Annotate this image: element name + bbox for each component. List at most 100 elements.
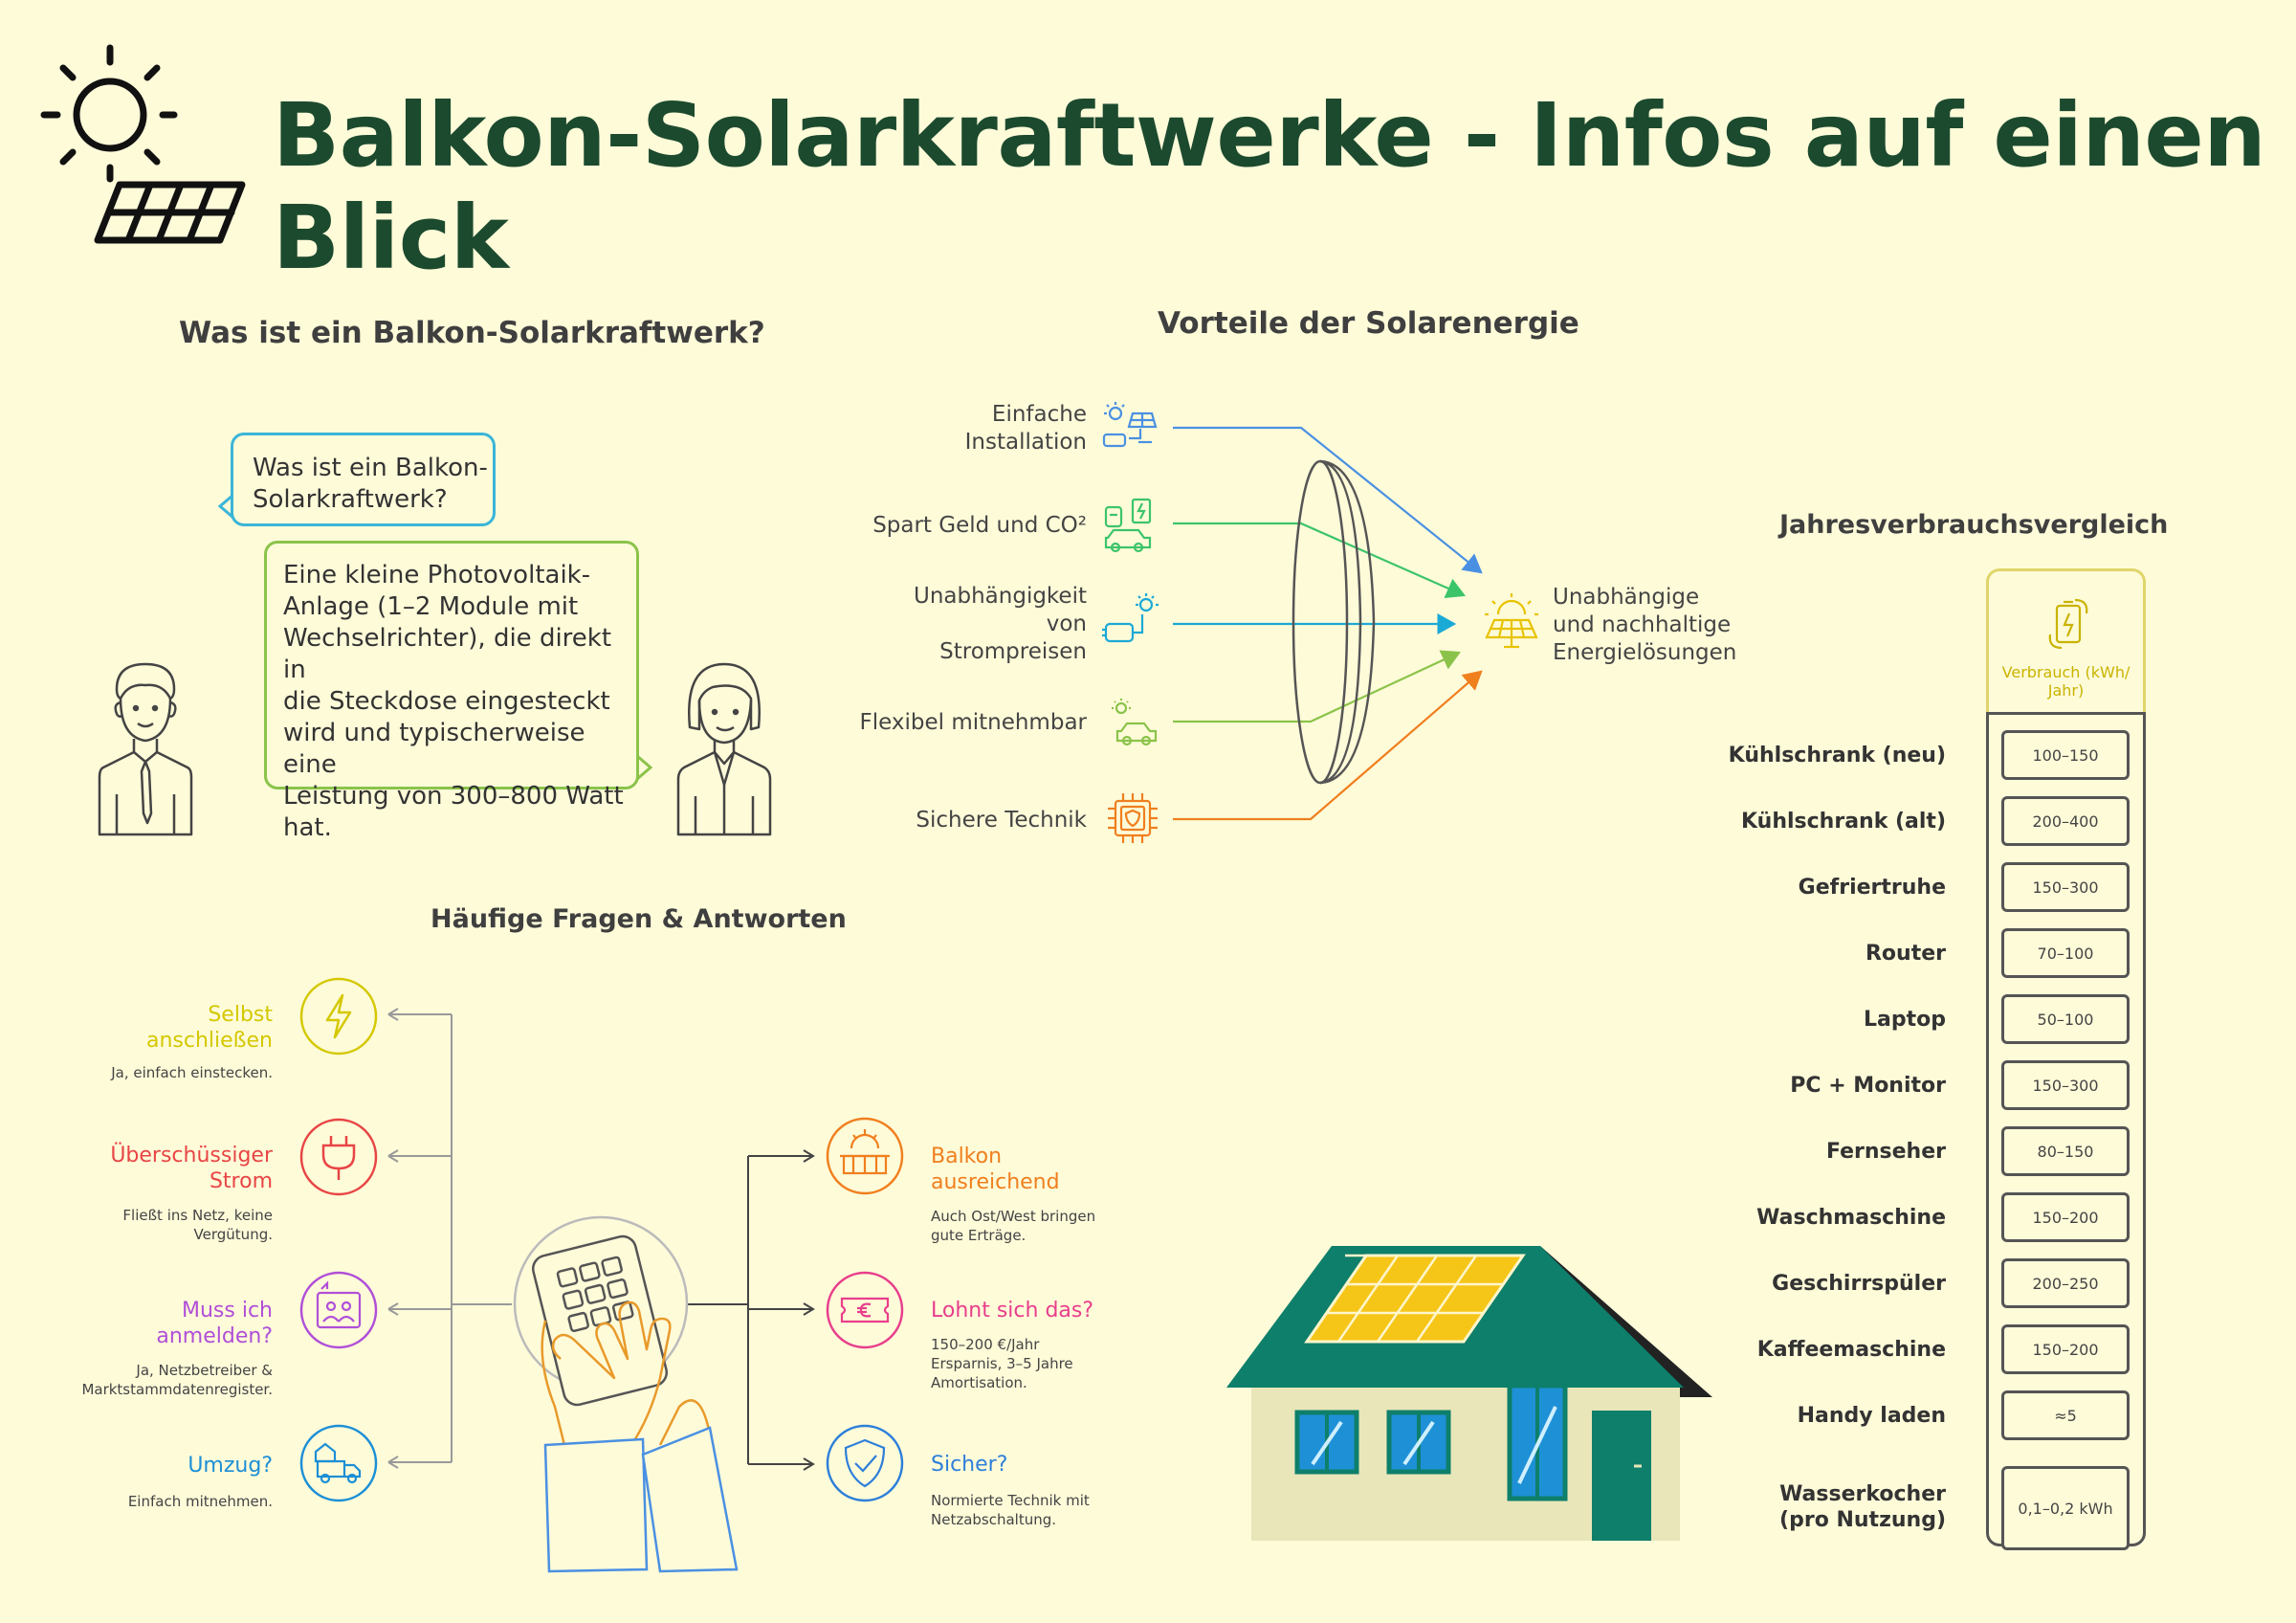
result-line: Energielösungen bbox=[1553, 640, 1737, 665]
solar-house-illustration bbox=[1226, 1246, 1712, 1541]
faq-item-surplus: Überschüssiger Strom Fließt ins Netz, ke… bbox=[77, 1143, 273, 1244]
advantage-label-safety: Sichere Technik bbox=[842, 807, 1087, 834]
result-line: Unabhängige bbox=[1553, 585, 1700, 610]
faq-title-line: Sicher? bbox=[931, 1453, 1008, 1477]
euro-ticket-icon bbox=[826, 1271, 904, 1349]
balcony-sun-icon bbox=[826, 1117, 904, 1195]
advantage-line: Spart Geld und CO² bbox=[872, 513, 1087, 538]
shield-check-icon bbox=[826, 1424, 904, 1502]
answer-line: Anlage (1–2 Module mit bbox=[283, 592, 579, 621]
faq-answer-line: Fließt ins Netz, keine bbox=[122, 1207, 273, 1224]
advantage-line: Einfache bbox=[991, 402, 1087, 427]
consumption-row-value: 150–300 bbox=[2001, 1060, 2130, 1110]
faq-title-line: ausreichend bbox=[931, 1170, 1060, 1194]
advantage-label-savings: Spart Geld und CO² bbox=[842, 512, 1087, 540]
consumption-label-line: (pro Nutzung) bbox=[1779, 1508, 1946, 1532]
faq-answer-line: 150–200 €/Jahr bbox=[931, 1336, 1040, 1353]
faq-title-line: Lohnt sich das? bbox=[931, 1299, 1094, 1323]
lens-shape bbox=[1292, 459, 1376, 785]
consumption-row-value: 100–150 bbox=[2001, 730, 2130, 780]
lightning-icon bbox=[299, 977, 378, 1056]
faq-item-safe: Sicher? Normierte Technik mit Netzabscha… bbox=[931, 1452, 1141, 1529]
result-line: und nachhaltige bbox=[1553, 612, 1732, 637]
advantage-label-installation: Einfache Installation bbox=[842, 401, 1087, 456]
column-header-line: Jahr) bbox=[2047, 681, 2085, 700]
consumption-row-label: Kaffeemaschine bbox=[1659, 1337, 1946, 1363]
consumption-row-value: 80–150 bbox=[2001, 1126, 2130, 1176]
faq-answer-line: Marktstammdatenregister. bbox=[81, 1381, 273, 1398]
consumption-row-label: Geschirrspüler bbox=[1659, 1271, 1946, 1297]
consumption-row-value: 200–400 bbox=[2001, 796, 2130, 846]
advantages-heading: Vorteile der Solarenergie bbox=[1158, 306, 1579, 341]
advantage-line: Strompreisen bbox=[939, 639, 1087, 664]
page-title: Balkon-Solarkraftwerke - Infos auf einen… bbox=[273, 84, 2266, 289]
faq-title-line: Strom bbox=[209, 1169, 273, 1193]
advantage-line: Flexibel mitnehmbar bbox=[859, 710, 1088, 735]
faq-answer-line: Einfach mitnehmen. bbox=[127, 1493, 273, 1510]
consumption-row-value: 150–300 bbox=[2001, 862, 2130, 912]
faq-item-worth: Lohnt sich das? 150–200 €/Jahr Ersparnis… bbox=[931, 1298, 1141, 1392]
fuel-car-icon bbox=[1104, 498, 1152, 553]
faq-answer-line: Netzabschaltung. bbox=[931, 1511, 1057, 1528]
consumption-row-label: Laptop bbox=[1659, 1007, 1946, 1033]
faq-title-line: anmelden? bbox=[156, 1324, 273, 1348]
consumption-column-header: Verbrauch (kWh/ Jahr) bbox=[1986, 568, 2146, 712]
faq-title-line: anschließen bbox=[145, 1029, 273, 1053]
faq-answer-line: Normierte Technik mit bbox=[931, 1492, 1090, 1509]
consumption-label-line: Fernseher bbox=[1825, 1140, 1946, 1164]
consumption-row-label: Waschmaschine bbox=[1659, 1205, 1946, 1231]
consumption-label-line: Kaffeemaschine bbox=[1756, 1338, 1946, 1362]
plug-icon bbox=[299, 1118, 378, 1196]
advantages-result: Unabhängige und nachhaltige Energielösun… bbox=[1553, 584, 1736, 667]
consumption-row-value: 50–100 bbox=[2001, 994, 2130, 1044]
answer-line: Eine kleine Photovoltaik- bbox=[283, 561, 591, 589]
lens-arrows-diagram bbox=[1173, 426, 1483, 821]
faq-title-line: Umzug? bbox=[188, 1454, 273, 1478]
faq-heading: Häufige Fragen & Antworten bbox=[430, 904, 847, 934]
answer-line: Wechselrichter), die direkt in bbox=[283, 624, 612, 684]
answer-bubble: Eine kleine Photovoltaik- Anlage (1–2 Mo… bbox=[264, 541, 639, 842]
secure-chip-icon bbox=[1108, 793, 1158, 843]
faq-title-line: Balkon bbox=[931, 1145, 1003, 1168]
consumption-row-label: Kühlschrank (alt) bbox=[1659, 809, 1946, 834]
consumption-label-line: Router bbox=[1865, 942, 1946, 966]
consumption-label-line: Geschirrspüler bbox=[1772, 1272, 1946, 1296]
consumption-row-value: 150–200 bbox=[2001, 1324, 2130, 1374]
advantage-line: von bbox=[1046, 611, 1087, 636]
consumption-label-line: Handy laden bbox=[1797, 1404, 1946, 1428]
consumption-row-value: 70–100 bbox=[2001, 928, 2130, 978]
consumption-label-line: Kühlschrank (alt) bbox=[1741, 810, 1946, 834]
moving-truck-icon bbox=[299, 1424, 378, 1502]
man-avatar-icon bbox=[98, 662, 193, 836]
question-line: Solarkraftwerk? bbox=[253, 485, 448, 514]
sun-solar-panel-logo-icon bbox=[40, 44, 246, 244]
faq-title-line: Muss ich bbox=[182, 1299, 273, 1323]
consumption-label-line: PC + Monitor bbox=[1790, 1074, 1946, 1098]
faq-answer-line: Amortisation. bbox=[931, 1374, 1027, 1391]
consumption-label-line: Wasserkocher bbox=[1779, 1482, 1946, 1506]
consumption-row-value: ≈5 bbox=[2001, 1390, 2130, 1440]
answer-line: Leistung von 300–800 Watt bbox=[283, 782, 624, 811]
faq-item-balcony: Balkon ausreichend Auch Ost/West bringen… bbox=[931, 1144, 1141, 1245]
faq-title-line: Selbst bbox=[208, 1003, 273, 1027]
faq-answer-line: gute Erträge. bbox=[931, 1227, 1027, 1244]
question-line: Was ist ein Balkon- bbox=[253, 454, 488, 482]
advantage-label-flexible: Flexibel mitnehmbar bbox=[842, 709, 1088, 737]
faq-answer-line: Ja, Netzbetreiber & bbox=[136, 1362, 273, 1379]
consumption-row-value: 200–250 bbox=[2001, 1258, 2130, 1308]
advantage-label-independence: Unabhängigkeit von Strompreisen bbox=[842, 583, 1087, 666]
consumption-row-label: Wasserkocher(pro Nutzung) bbox=[1659, 1481, 1946, 1533]
advantage-line: Unabhängigkeit bbox=[913, 584, 1087, 609]
power-plug-icon bbox=[1102, 593, 1159, 643]
faq-title-line: Überschüssiger bbox=[110, 1144, 273, 1167]
answer-line: hat. bbox=[283, 813, 332, 842]
consumption-row-value: 150–200 bbox=[2001, 1192, 2130, 1242]
woman-avatar-icon bbox=[676, 662, 772, 836]
faq-answer-line: Auch Ost/West bringen bbox=[931, 1208, 1096, 1225]
consumption-row-value: 0,1–0,2 kWh bbox=[2001, 1466, 2130, 1550]
consumption-row-label: Router bbox=[1659, 941, 1946, 967]
what-is-heading: Was ist ein Balkon-Solarkraftwerk? bbox=[179, 316, 765, 350]
consumption-row-label: Handy laden bbox=[1659, 1403, 1946, 1429]
sun-car-icon bbox=[1112, 699, 1158, 746]
solar-install-icon bbox=[1102, 402, 1158, 448]
